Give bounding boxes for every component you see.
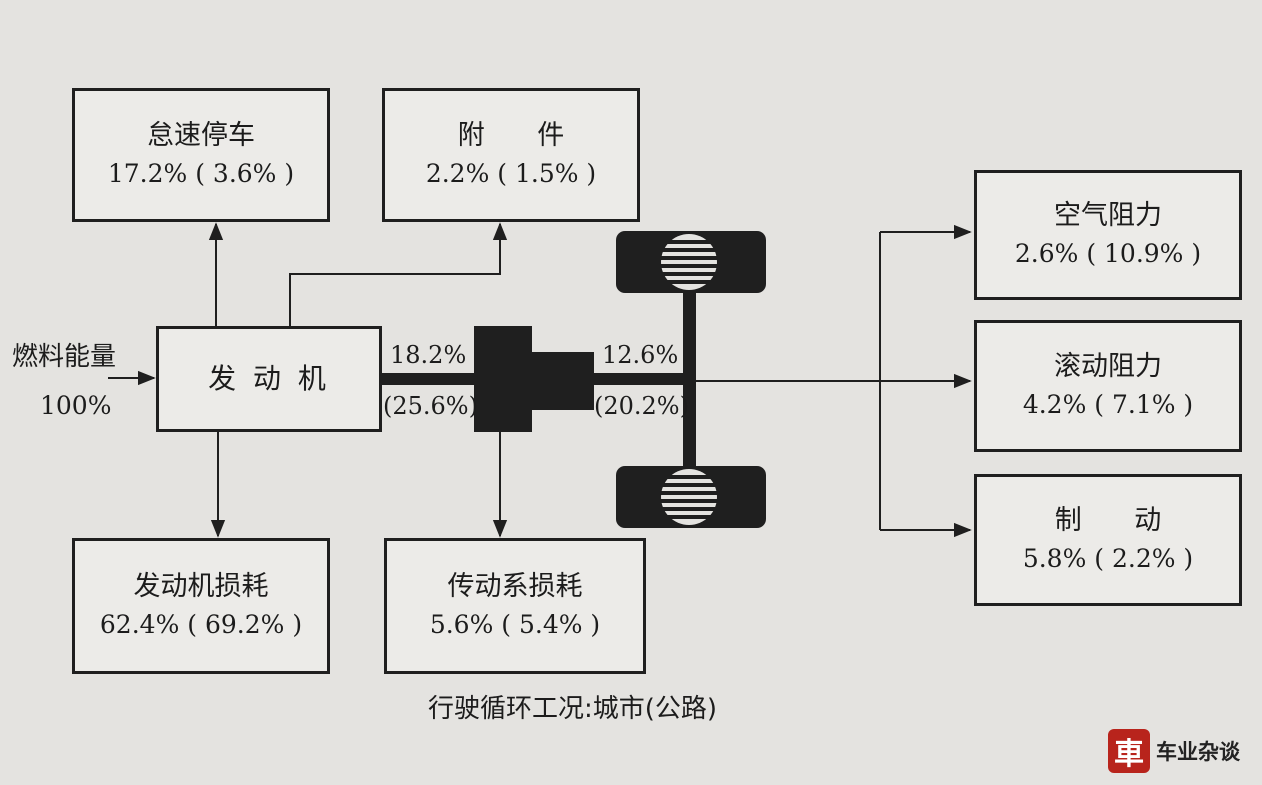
accessories-arrow: [289, 222, 508, 326]
diagram-caption: 行驶循环工况:城市(公路): [428, 694, 718, 724]
car-logo-icon: 車: [1108, 729, 1150, 773]
drive-axle: [683, 268, 696, 490]
lower-wheel-icon: [616, 466, 766, 528]
engine-loss-label: 发动机损耗: [133, 571, 269, 602]
rolling-resistance-box: 滚动阻力 4.2% ( 7.1% ): [974, 320, 1242, 452]
engine-box: 发 动 机: [156, 326, 382, 432]
accessories-label: 附 件: [457, 120, 587, 151]
accessories-value: 2.2% ( 1.5% ): [425, 159, 597, 188]
rolling-resistance-label: 滚动阻力: [1054, 351, 1162, 382]
wheel-output-value: 12.6%: [602, 341, 679, 369]
braking-value: 5.8% ( 2.2% ): [1022, 544, 1194, 573]
engine-output-value: 18.2%: [390, 341, 467, 369]
transmission-icon: [474, 326, 594, 432]
upper-wheel-icon: [616, 231, 766, 293]
air-resistance-label: 空气阻力: [1054, 200, 1162, 231]
accessories-box: 附 件 2.2% ( 1.5% ): [382, 88, 640, 222]
braking-box: 制 动 5.8% ( 2.2% ): [974, 474, 1242, 606]
engine-output-shaft: [380, 373, 476, 385]
air-resistance-value: 2.6% ( 10.9% ): [1014, 239, 1202, 268]
idle-value: 17.2% ( 3.6% ): [107, 159, 295, 188]
driveline-loss-box: 传动系损耗 5.6% ( 5.4% ): [384, 538, 646, 674]
engine-output-alt: (25.6%): [383, 392, 478, 420]
fuel-energy-label: 燃料能量: [12, 342, 117, 372]
watermark-logo: 車 车业杂谈: [1108, 722, 1256, 780]
engine-loss-value: 62.4% ( 69.2% ): [99, 610, 303, 639]
engine-loss-box: 发动机损耗 62.4% ( 69.2% ): [72, 538, 330, 674]
watermark-text: 车业杂谈: [1156, 740, 1240, 764]
braking-label: 制 动: [1054, 505, 1184, 536]
driveline-loss-value: 5.6% ( 5.4% ): [429, 610, 601, 639]
fuel-energy-value: 100%: [40, 391, 112, 420]
propeller-shaft: [592, 373, 688, 385]
rolling-resistance-value: 4.2% ( 7.1% ): [1022, 390, 1194, 419]
wheel-output-alt: (20.2%): [594, 392, 689, 420]
air-resistance-box: 空气阻力 2.6% ( 10.9% ): [974, 170, 1242, 300]
idle-box: 怠速停车 17.2% ( 3.6% ): [72, 88, 330, 222]
engine-label: 发 动 机: [208, 362, 330, 395]
driveline-loss-label: 传动系损耗: [447, 571, 583, 602]
idle-label: 怠速停车: [147, 120, 255, 151]
